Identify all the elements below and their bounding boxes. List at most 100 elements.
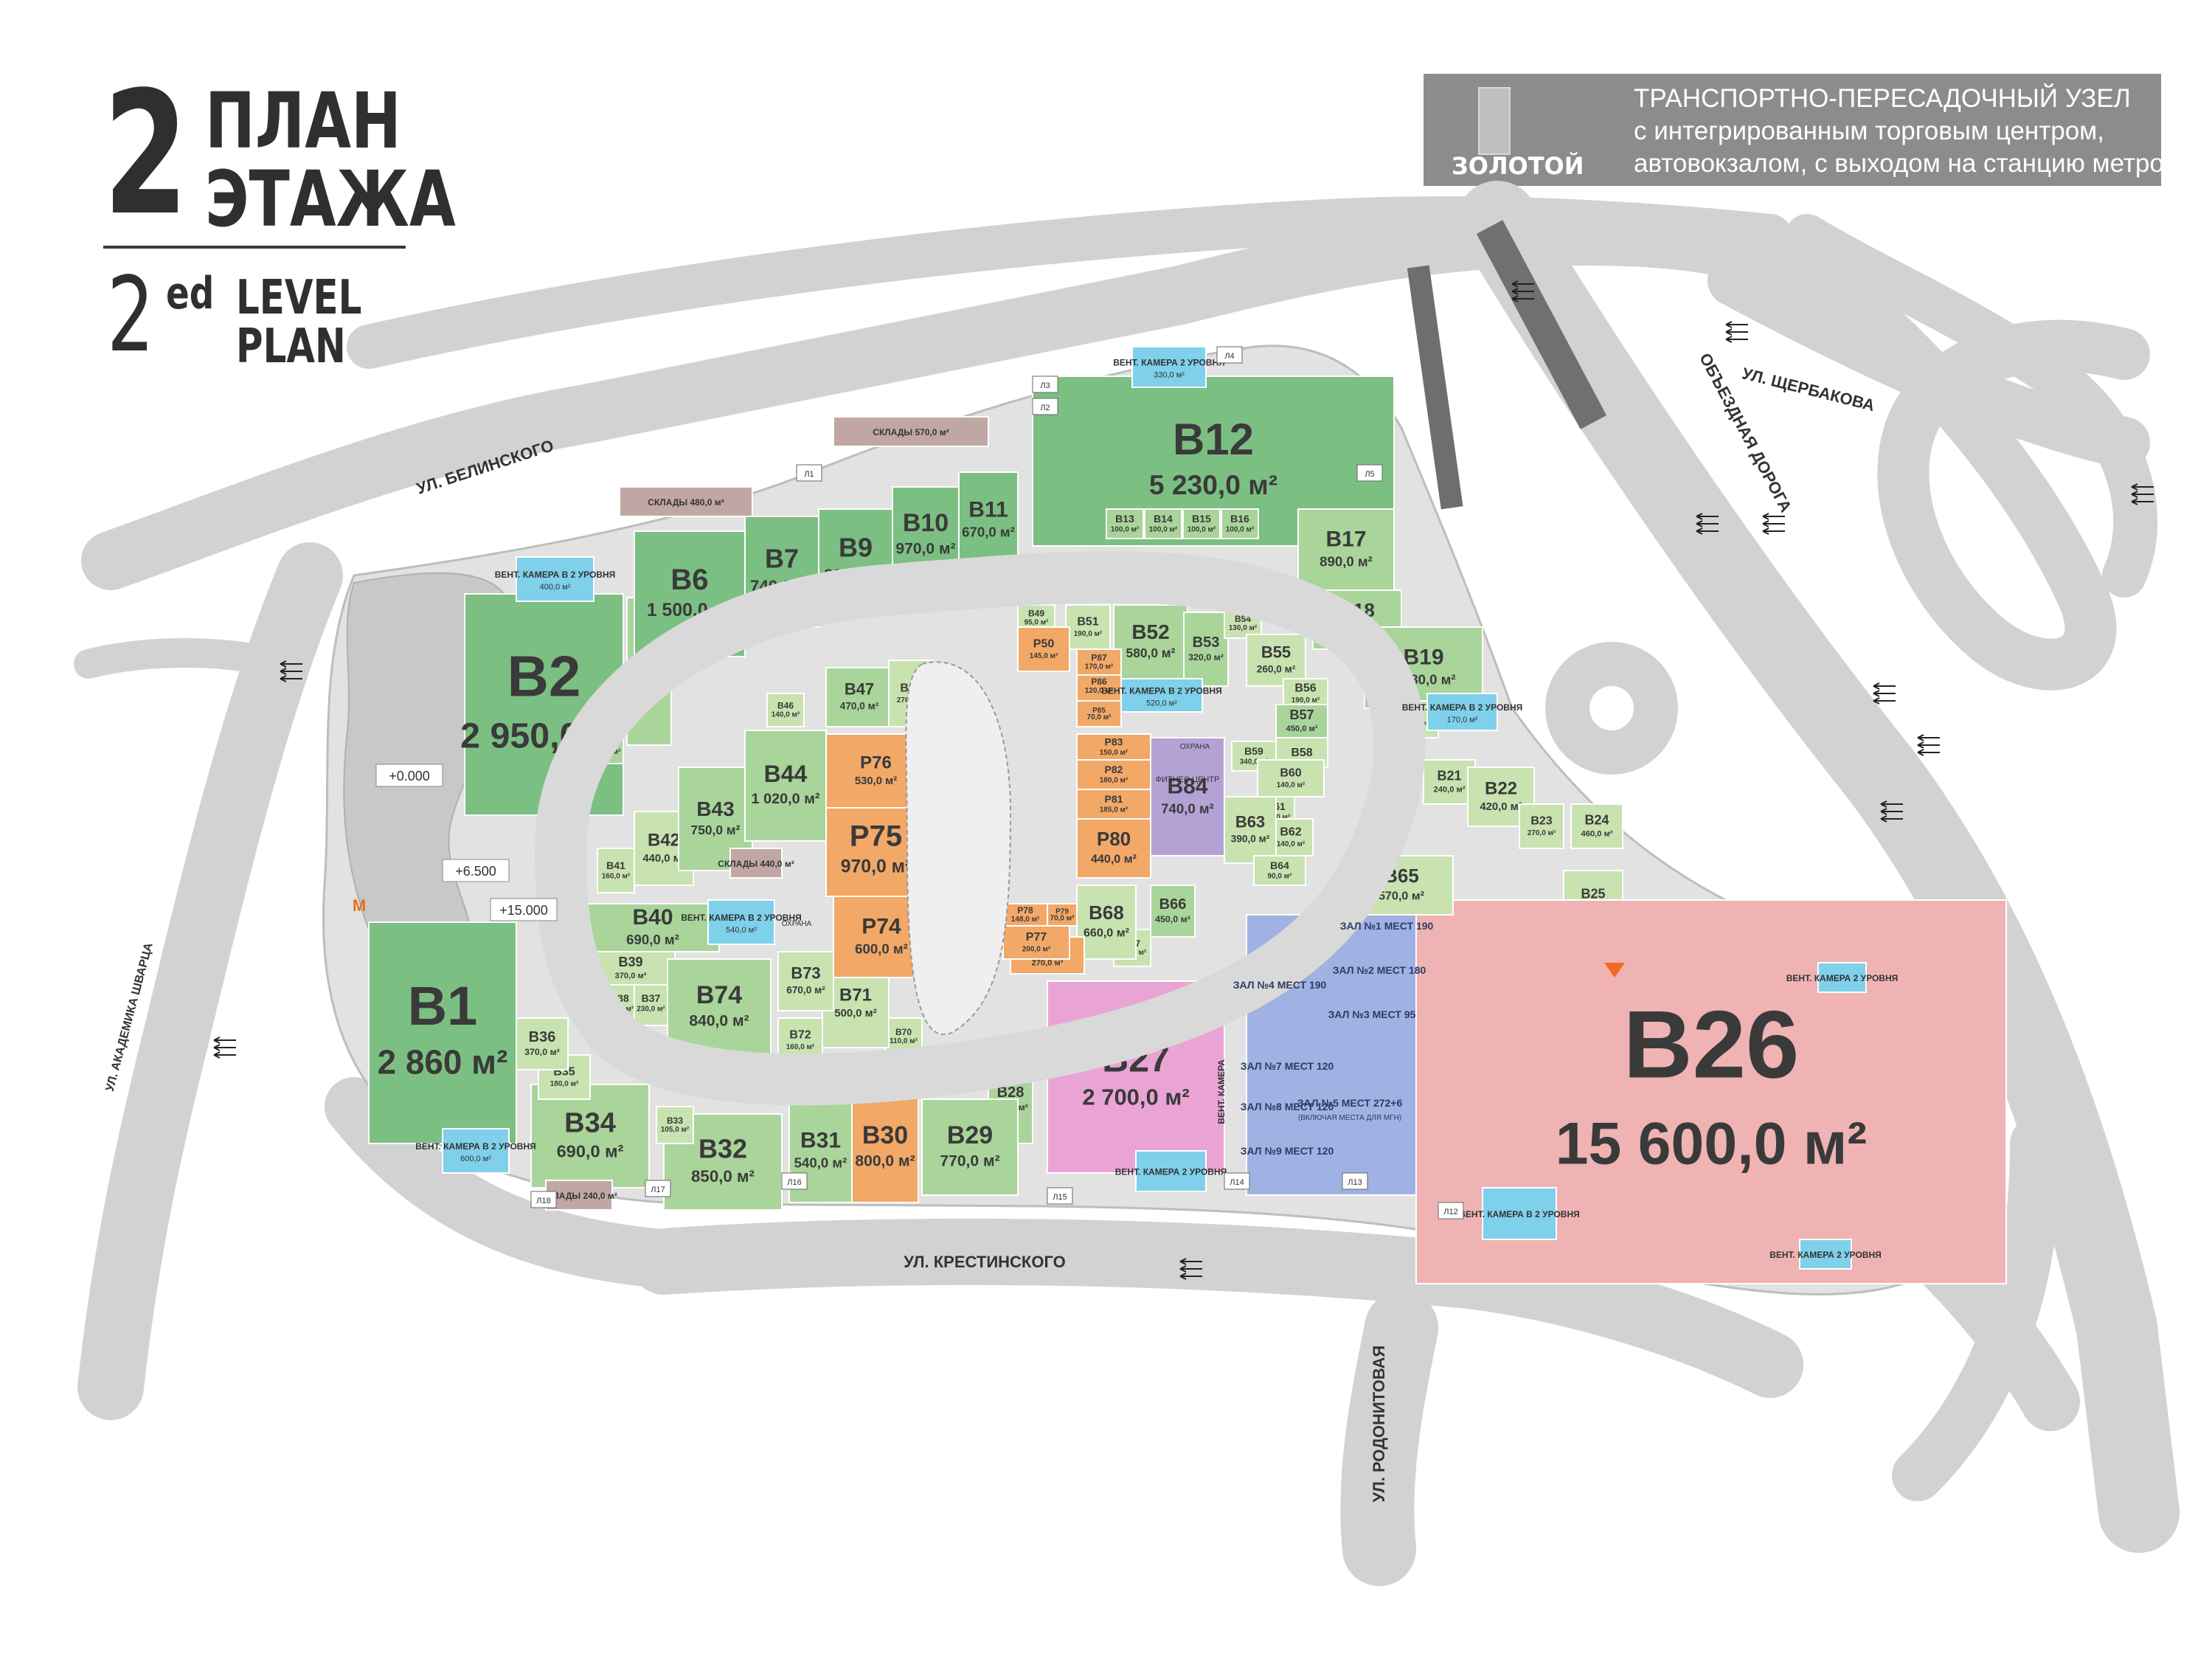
arrow-stroke <box>1762 513 1785 520</box>
unit-shape <box>1246 634 1306 687</box>
unit-shape <box>1076 789 1151 820</box>
arrow-stroke <box>280 675 302 682</box>
service-shape <box>1817 962 1867 993</box>
service-label: ВЕНТ. КАМЕРА В 2 УРОВНЯ <box>415 1141 536 1152</box>
unit-shape <box>1257 759 1325 797</box>
cinema-hall8[interactable]: ЗАЛ №8 МЕСТ 120 <box>1241 1101 1334 1112</box>
floor-title-line1: ПЛАН <box>205 76 401 166</box>
metro-icon[interactable]: М <box>353 896 366 915</box>
arrow-stroke <box>1917 734 1940 741</box>
unit-id: B40 <box>632 905 673 930</box>
cinema-hall7[interactable]: ЗАЛ №7 МЕСТ 120 <box>1241 1060 1334 1072</box>
unit-area: 660,0 м² <box>1084 927 1130 940</box>
level-box <box>375 764 443 787</box>
lift-л4: Л4 <box>1216 346 1243 364</box>
unit-area: 270,0 м² <box>1528 829 1556 837</box>
unit-id: B33 <box>667 1115 683 1126</box>
cinema-hall2[interactable]: ЗАЛ №2 МЕСТ 180 <box>1333 964 1426 976</box>
unit-area: 2 860 м² <box>378 1043 508 1082</box>
unit-area: 100,0 м² <box>1111 526 1140 534</box>
arrow-stroke <box>1725 336 1748 343</box>
cinema-hall4[interactable]: ЗАЛ №4 МЕСТ 190 <box>1233 979 1327 991</box>
unit-area: 460,0 м² <box>1581 830 1613 839</box>
cinema-hall1[interactable]: ЗАЛ №1 МЕСТ 190 <box>1340 920 1434 932</box>
service-shape <box>707 899 775 945</box>
traffic-arrow-icon-4 <box>1873 682 1896 705</box>
banner-description: ТРАНСПОРТНО-ПЕРЕСАДОЧНЫЙ УЗЕЛ с интегрир… <box>1634 83 2164 180</box>
unit-area: 140,0 м² <box>772 711 800 719</box>
lift-shape <box>1356 464 1383 482</box>
unit-id: B2 <box>507 643 581 708</box>
arrow-stroke <box>280 668 302 675</box>
unit-area: 690,0 м² <box>557 1142 624 1161</box>
level-box <box>490 898 558 921</box>
security-label-1: ОХРАНА <box>782 920 812 928</box>
floor-number-en-sup: ed <box>166 268 215 319</box>
unit-id: P86 <box>1091 676 1107 687</box>
lift-л17: Л17 <box>645 1180 671 1197</box>
unit-id: P50 <box>1033 638 1055 651</box>
unit-shape <box>1076 885 1137 960</box>
unit-area: 180,0 м² <box>1100 777 1128 785</box>
unit-id: B7 <box>765 544 799 574</box>
cinema-hall3[interactable]: ЗАЛ №3 МЕСТ 95 <box>1328 1008 1416 1020</box>
unit-area: 320,0 м² <box>1188 652 1224 662</box>
unit-id: P79 <box>1055 908 1069 916</box>
lift-label: Л16 <box>787 1178 801 1187</box>
road-interchange-loop <box>1818 269 2150 691</box>
unit-b1[interactable]: B12 860 м² <box>368 921 517 1144</box>
cinema-hall5[interactable]: ЗАЛ №5 МЕСТ 272+6 <box>1297 1097 1403 1109</box>
lift-label: Л13 <box>1348 1178 1362 1187</box>
unit-area: 450,0 м² <box>1155 914 1190 924</box>
cinema-hall9[interactable]: ЗАЛ №9 МЕСТ 120 <box>1241 1145 1334 1157</box>
unit-id: P83 <box>1105 736 1123 747</box>
unit-area: 540,0 м² <box>794 1155 847 1171</box>
service-shape <box>442 1128 510 1174</box>
